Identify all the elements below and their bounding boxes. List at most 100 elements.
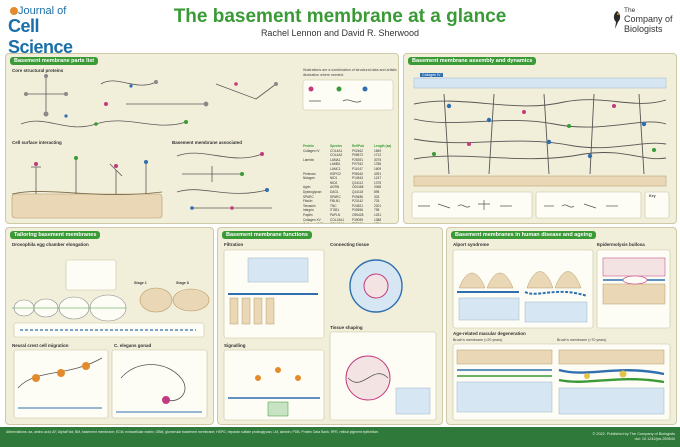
core-proteins-illustration	[20, 74, 278, 128]
table-cell: Q14112	[352, 180, 364, 185]
table-cell: 1609	[374, 166, 382, 171]
table-cell: Perlecan	[303, 171, 316, 176]
table-cell: O00468	[352, 185, 364, 190]
cell-receptors-illustration	[11, 156, 163, 219]
table-header-row: Protein Species Ref/Pub Length (aa)	[303, 144, 393, 149]
table-cell: 1669	[374, 148, 382, 153]
publisher-logo: The Company of Biologists	[612, 7, 674, 39]
table-cell: NID2	[330, 180, 338, 185]
table-cell: P02462	[352, 148, 363, 153]
table-row: Collagen XVIIICOL18A1P390601754	[303, 222, 393, 223]
table-cell: P11047	[352, 166, 363, 171]
subheading-alport: Alport syndrome	[453, 242, 490, 247]
table-cell: LAMB1	[330, 162, 341, 167]
table-cell: P98160	[352, 171, 363, 176]
table-cell: P39060	[352, 222, 374, 223]
table-cell: 2201	[374, 203, 382, 208]
table-header-cell: Length (aa)	[374, 144, 392, 148]
footer-abbreviations: Abbreviations: aa, amino acid; AF, Alpha…	[6, 430, 380, 434]
poster-footer: Abbreviations: aa, amino acid; AF, Alpha…	[0, 427, 680, 447]
panel-heading-assembly: Basement membrane assembly and dynamics	[408, 57, 537, 65]
table-cell: 3075	[374, 157, 382, 162]
publisher-the: The	[624, 7, 636, 14]
table-cell: Q14118	[352, 189, 364, 194]
table-cell: 1754	[374, 222, 393, 223]
table-cell: 303	[374, 194, 380, 199]
table-cell: NID1	[330, 176, 338, 181]
panel-parts-list: Basement membrane parts list Core struct…	[5, 53, 399, 224]
assembly-key-label: Key	[649, 194, 656, 198]
stage8-label: Stage 8	[176, 281, 189, 285]
table-cell: COL18A1	[330, 222, 352, 223]
table-cell: P08572	[352, 153, 363, 158]
table-cell: P05556	[352, 208, 363, 213]
table-cell: 1786	[374, 162, 382, 167]
table-cell: Tenascin	[303, 203, 316, 208]
subheading-cell-receptors: Cell surface interacting	[12, 140, 62, 145]
table-cell: P07942	[352, 162, 363, 167]
journal-logo-mark-icon	[10, 7, 18, 15]
table-row: Perlecan HSPG2 P98160 4391	[303, 172, 393, 177]
bruch-old-label: Bruch’s membrane (>70 years)	[557, 338, 607, 342]
table-cell: Fibulin	[303, 199, 313, 204]
subheading-connecting: Connecting tissue	[330, 242, 370, 247]
table-cell: HSPG2	[330, 171, 341, 176]
footer-copyright-block: © 2022. Published by The Company of Biol…	[545, 432, 675, 441]
subheading-bullosa: Epidermolysis bullosa	[597, 242, 645, 247]
table-cell: 1712	[374, 153, 382, 158]
table-cell: Agrin	[303, 185, 311, 190]
legend-symbols	[302, 79, 394, 111]
panel-assembly: Basement membrane assembly and dynamics …	[403, 53, 677, 224]
table-cell: AGRN	[330, 185, 340, 190]
poster-authors: Rachel Lennon and David R. Sherwood	[260, 28, 420, 38]
table-cell: 1388	[374, 217, 382, 222]
panel-heading-parts-list: Basement membrane parts list	[10, 57, 99, 65]
table-cell: Collagen IV	[303, 148, 320, 153]
panel-tailoring: Tailoring basement membranes Drosophila …	[5, 227, 214, 425]
subheading-tissue-shaping: Tissue shaping	[330, 325, 363, 330]
table-cell: P23142	[352, 199, 363, 204]
poster-header: Journal of Cell Science The basement mem…	[0, 0, 680, 57]
bruch-young-label: Bruch’s membrane (<20 years)	[453, 338, 503, 342]
table-cell: DAG1	[330, 189, 339, 194]
footer-copyright: © 2022. Published by The Company of Biol…	[592, 432, 675, 436]
table-header-cell: Protein	[303, 144, 314, 148]
table-header-cell: Species	[330, 144, 343, 148]
table-cell: P25391	[352, 157, 363, 162]
stage1-label: Stage 1	[134, 281, 147, 285]
table-row: LAMB1 P07942 1786	[303, 162, 393, 167]
table-cell: 798	[374, 208, 380, 213]
subheading-core-proteins: Core structural proteins	[12, 68, 64, 73]
journal-name-line2: Cell Science	[8, 16, 73, 57]
panel-functions: Basement membrane functions Filtration C…	[217, 227, 443, 425]
table-cell: TNC	[330, 203, 337, 208]
footer-doi: doi: 10.1242/jcs.259640	[634, 436, 675, 441]
table-cell: Dystroglycan	[303, 189, 322, 194]
assembly-collagen-label: Collagen IV	[420, 73, 443, 78]
panel-heading-disease: Basement membranes in human disease and …	[451, 231, 596, 239]
table-cell: 1251	[374, 212, 382, 217]
subheading-filtration: Filtration	[224, 242, 244, 247]
table-header-cell: Ref/Pub	[352, 144, 365, 148]
publisher-name-line2: Biologists	[624, 24, 663, 34]
table-cell: 4391	[374, 171, 382, 176]
table-cell: COL15A1	[330, 217, 344, 222]
subheading-neural-crest: Neural crest cell migration	[12, 343, 69, 348]
table-cell: 703	[374, 199, 380, 204]
table-cell: LAMC1	[330, 166, 341, 171]
assembly-illustration	[411, 77, 670, 219]
functions-illustration	[223, 249, 437, 421]
subheading-celegans: C. elegans gonad	[114, 343, 152, 348]
journal-logo: Journal of Cell Science	[8, 5, 88, 57]
table-row: Collagen IV COL4A1 P02462 1669	[303, 149, 393, 154]
table-cell: COL4A1	[330, 148, 343, 153]
